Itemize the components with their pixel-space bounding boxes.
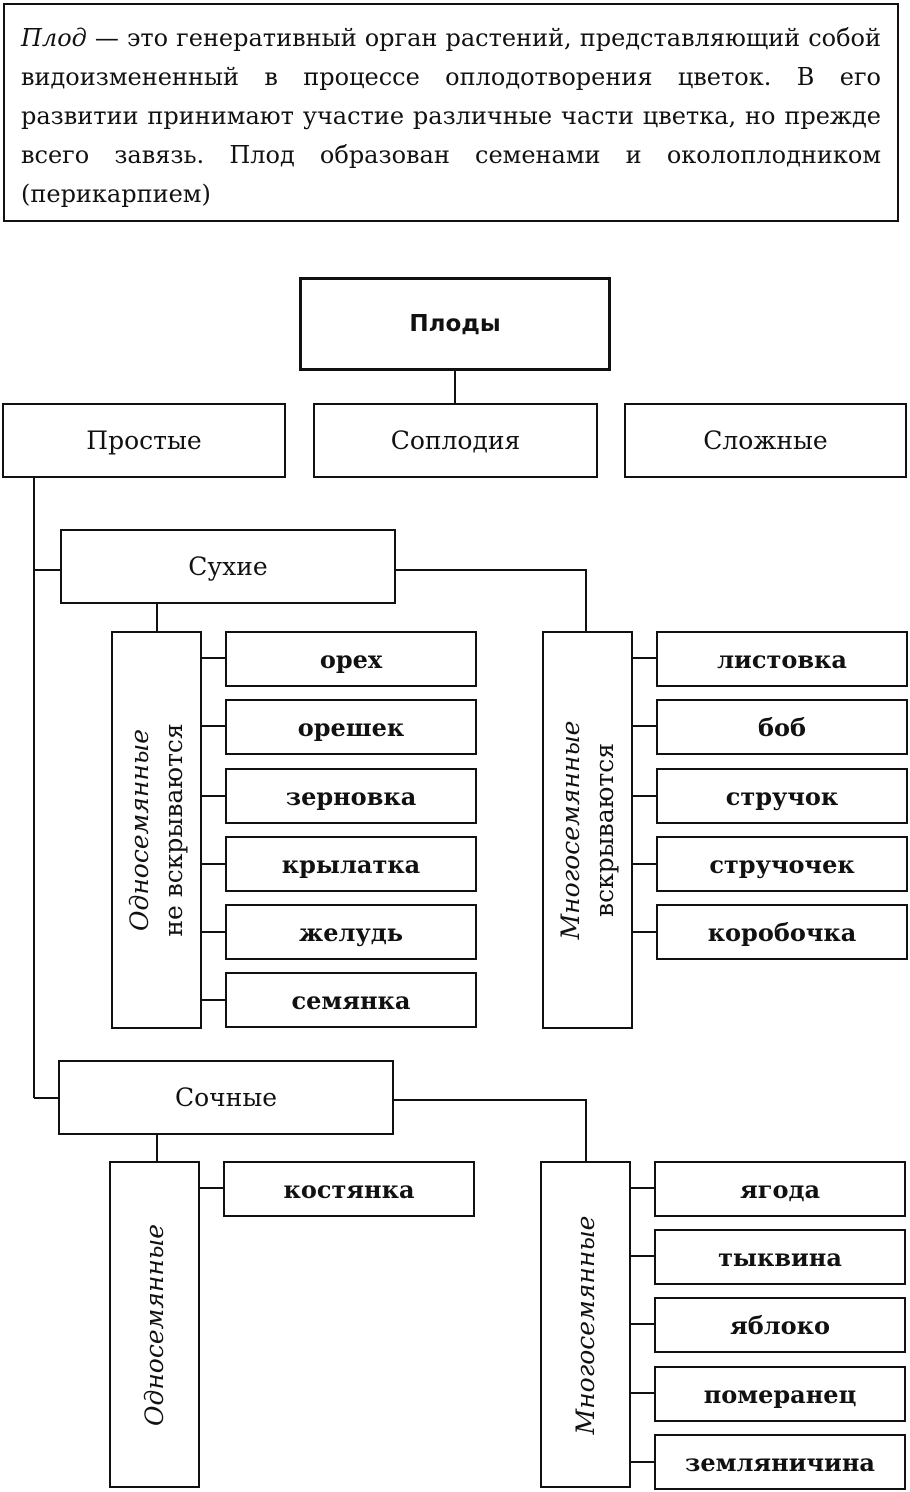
dry-label: Сухие	[188, 552, 268, 581]
item-label: ягода	[740, 1174, 820, 1204]
dry-multi-item: коробочка	[656, 904, 908, 960]
fleshy-multi-seeded-box: Многосемянные	[540, 1161, 631, 1488]
root-box: Плоды	[299, 277, 611, 371]
definition-text: — это генеративный орган растений, предс…	[21, 24, 881, 208]
level1-simple-label: Простые	[86, 426, 202, 455]
dry-single-item: зерновка	[225, 768, 477, 824]
dry-multi-item: боб	[656, 699, 908, 755]
item-label: стручок	[725, 781, 839, 811]
definition-box: Плод — это генеративный орган растений, …	[3, 3, 899, 222]
fleshy-single-item: костянка	[223, 1161, 475, 1217]
fleshy-multi-item: тыквина	[654, 1229, 906, 1285]
item-label: желудь	[298, 917, 404, 947]
item-label: семянка	[291, 985, 411, 1015]
dry-single-item: желудь	[225, 904, 477, 960]
dry-multi-item: стручочек	[656, 836, 908, 892]
root-label: Плоды	[409, 311, 501, 337]
fleshy-single-seeded-box: Односемянные	[109, 1161, 200, 1488]
fleshy-multi-item: яблоко	[654, 1297, 906, 1353]
item-label: крылатка	[281, 849, 421, 879]
level1-simple-box: Простые	[2, 403, 286, 478]
item-label: стручочек	[709, 849, 855, 879]
dry-single-item: орешек	[225, 699, 477, 755]
item-label: тыквина	[718, 1242, 842, 1272]
item-label: яблоко	[729, 1310, 830, 1340]
fleshy-label: Сочные	[174, 1083, 278, 1112]
fleshy-single-seeded-line1: Односемянные	[139, 1223, 169, 1426]
item-label: боб	[757, 712, 807, 742]
level1-infructescence-box: Соплодия	[313, 403, 598, 478]
item-label: зерновка	[285, 781, 417, 811]
dry-single-item: орех	[225, 631, 477, 687]
fleshy-multi-seeded-line1: Многосемянные	[570, 1215, 600, 1434]
dry-single-seeded-line1: Односемянные	[124, 728, 154, 932]
item-label: коробочка	[707, 917, 857, 947]
dry-single-seeded-line2: не вскрываются	[158, 723, 188, 937]
fleshy-multi-item: померанец	[654, 1366, 906, 1422]
dry-single-item: семянка	[225, 972, 477, 1028]
dry-single-item: крылатка	[225, 836, 477, 892]
item-label: костянка	[283, 1174, 415, 1204]
definition-term: Плод	[21, 24, 87, 52]
item-label: померанец	[703, 1379, 857, 1409]
item-label: листовка	[717, 644, 847, 674]
dry-multi-seeded-line2: вскрываются	[589, 743, 619, 917]
dry-multi-seeded-box: Многосемянные вскрываются	[542, 631, 633, 1029]
dry-multi-item: листовка	[656, 631, 908, 687]
dry-multi-item: стручок	[656, 768, 908, 824]
level1-compound-box: Сложные	[624, 403, 907, 478]
item-label: земляничина	[685, 1447, 875, 1477]
fleshy-box: Сочные	[58, 1060, 394, 1135]
level1-compound-label: Сложные	[703, 426, 828, 455]
dry-single-seeded-box: Односемянные не вскрываются	[111, 631, 202, 1029]
level1-infructescence-label: Соплодия	[390, 426, 521, 455]
item-label: орешек	[297, 712, 405, 742]
dry-box: Сухие	[60, 529, 396, 604]
fleshy-multi-item: земляничина	[654, 1434, 906, 1490]
dry-multi-seeded-line1: Многосемянные	[555, 720, 585, 940]
item-label: орех	[319, 644, 383, 674]
fleshy-multi-item: ягода	[654, 1161, 906, 1217]
